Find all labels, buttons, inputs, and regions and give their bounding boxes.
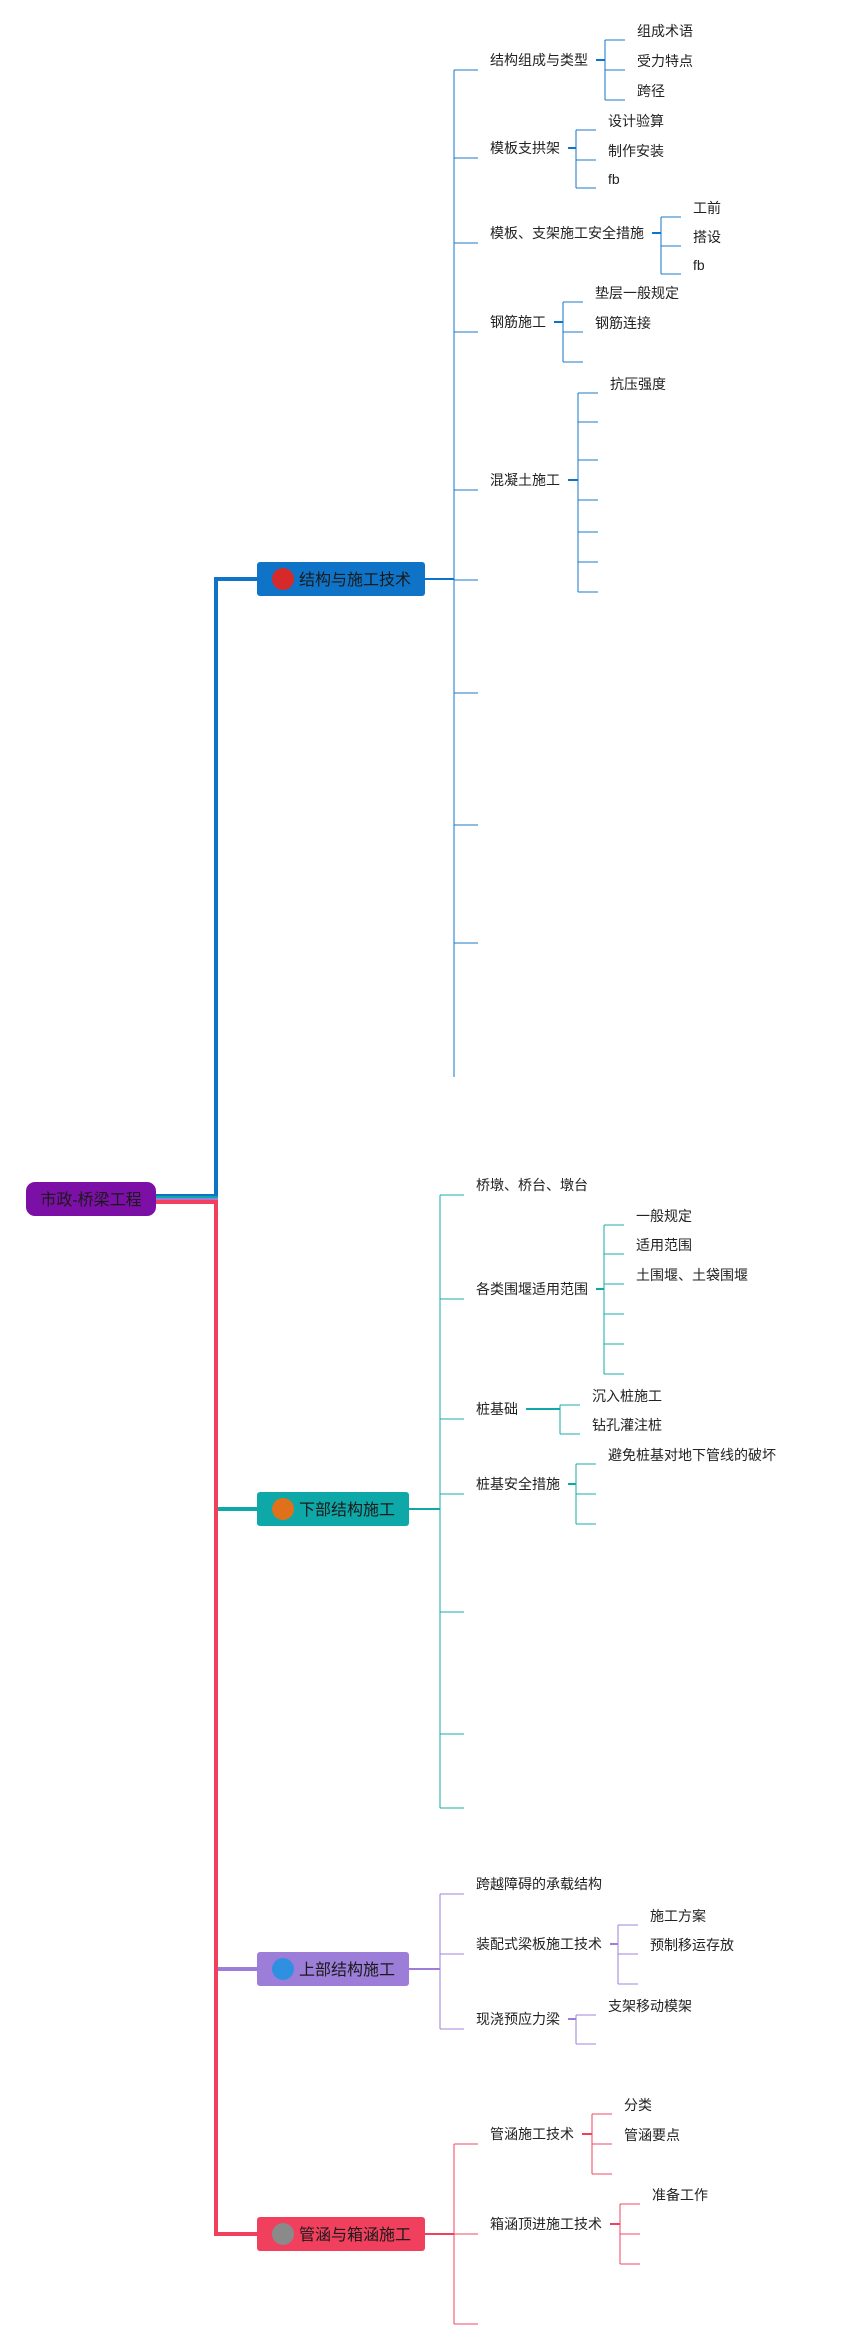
branch-1-child-4-item-2-label[interactable]: 钢筋连接: [595, 315, 651, 331]
branch-1-child-3-item-1-label[interactable]: 工前: [693, 200, 721, 216]
branch-1-number: 1: [279, 572, 286, 587]
root-node-label: 市政-桥梁工程: [40, 1191, 141, 1209]
branch-2-number-badge: [272, 1498, 294, 1520]
branch-1-connector: [156, 577, 257, 1198]
branch-1-child-3-item-2-label[interactable]: 搭设: [693, 229, 721, 245]
branch-2-child-2-item-2-label[interactable]: 适用范围: [636, 1237, 692, 1253]
branch-2-child-2-label[interactable]: 各类围堰适用范围: [476, 1281, 588, 1297]
branch-1-child-2-item-2-label[interactable]: 制作安装: [608, 143, 664, 159]
branch-3-child-3-label[interactable]: 现浇预应力梁: [476, 2011, 560, 2027]
branch-4-child-1-item-1-label[interactable]: 分类: [624, 2097, 652, 2113]
branch-2-child-3-item-1-label[interactable]: 沉入桩施工: [592, 1388, 662, 1404]
branch-3-child-2-label[interactable]: 装配式梁板施工技术: [476, 1936, 602, 1952]
branch-2-child-2-item-3-label[interactable]: 土围堰、土袋围堰: [636, 1267, 748, 1283]
branch-4-connector: [156, 1200, 257, 2236]
branch-1-number-badge: [272, 568, 294, 590]
branch-4-label: 管涵与箱涵施工: [299, 2226, 411, 2244]
branch-2-node[interactable]: [257, 1492, 409, 1526]
branch-2-child-4-label[interactable]: 桩基安全措施: [476, 1476, 560, 1492]
branch-2-child-3-label[interactable]: 桩基础: [476, 1401, 518, 1417]
branch-2-child-3-item-2-label[interactable]: 钻孔灌注桩: [592, 1417, 662, 1433]
branch-4-child-2-item-1-label[interactable]: 准备工作: [652, 2187, 708, 2203]
branch-1-child-5-label[interactable]: 混凝土施工: [490, 472, 560, 488]
connector-lines: [156, 39, 681, 2325]
branch-4-number: 4: [279, 2227, 286, 2242]
branch-1-child-1-item-2-label[interactable]: 受力特点: [637, 53, 693, 69]
branch-3-label: 上部结构施工: [299, 1961, 395, 1979]
branch-4-node[interactable]: [257, 2217, 425, 2251]
branch-1-label: 结构与施工技术: [299, 571, 411, 589]
branch-2-connector: [156, 1196, 257, 1511]
branch-4-child-1-item-2-label[interactable]: 管涵要点: [624, 2127, 680, 2143]
branch-2-label: 下部结构施工: [299, 1501, 395, 1519]
branch-3-number-badge: [272, 1958, 294, 1980]
branch-4-number-badge: [272, 2223, 294, 2245]
root-node[interactable]: [26, 1182, 156, 1216]
branch-3-number: 3: [279, 1962, 286, 1977]
branch-2-number: 2: [279, 1502, 286, 1517]
branch-1-child-1-item-3-label[interactable]: 跨径: [637, 83, 665, 99]
branch-2-child-4-item-1-label[interactable]: 避免桩基对地下管线的破坏: [608, 1447, 776, 1463]
branch-3-child-2-item-1-label[interactable]: 施工方案: [650, 1908, 706, 1924]
branch-3-child-3-item-1-label[interactable]: 支架移动模架: [608, 1998, 692, 2014]
branch-4-child-1-label[interactable]: 管涵施工技术: [490, 2126, 574, 2142]
branch-1-child-3-item-3-label[interactable]: fb: [693, 257, 705, 273]
branch-1-node[interactable]: [257, 562, 425, 596]
branch-1-child-1-item-1-label[interactable]: 组成术语: [637, 23, 693, 39]
branch-1-child-1-label[interactable]: 结构组成与类型: [490, 52, 588, 68]
branch-4-child-2-label[interactable]: 箱涵顶进施工技术: [490, 2216, 602, 2232]
branch-1-child-4-label[interactable]: 钢筋施工: [490, 314, 546, 330]
branch-3-child-1-label[interactable]: 跨越障碍的承载结构: [476, 1876, 602, 1892]
branch-3-node[interactable]: [257, 1952, 409, 1986]
branch-2-child-1-label[interactable]: 桥墩、桥台、墩台: [476, 1177, 588, 1193]
branch-3-child-2-item-2-label[interactable]: 预制移运存放: [650, 1937, 734, 1953]
branch-1-child-3-label[interactable]: 模板、支架施工安全措施: [490, 225, 644, 241]
branch-1-child-2-label[interactable]: 模板支拱架: [490, 140, 560, 156]
branch-3-connector: [156, 1198, 257, 1971]
branch-1-child-2-item-3-label[interactable]: fb: [608, 171, 620, 187]
branch-2-child-2-item-1-label[interactable]: 一般规定: [636, 1208, 692, 1224]
branch-1-child-2-item-1-label[interactable]: 设计验算: [608, 113, 664, 129]
branch-1-child-5-item-1-label[interactable]: 抗压强度: [610, 376, 666, 392]
branch-1-child-4-item-1-label[interactable]: 垫层一般规定: [595, 285, 679, 301]
